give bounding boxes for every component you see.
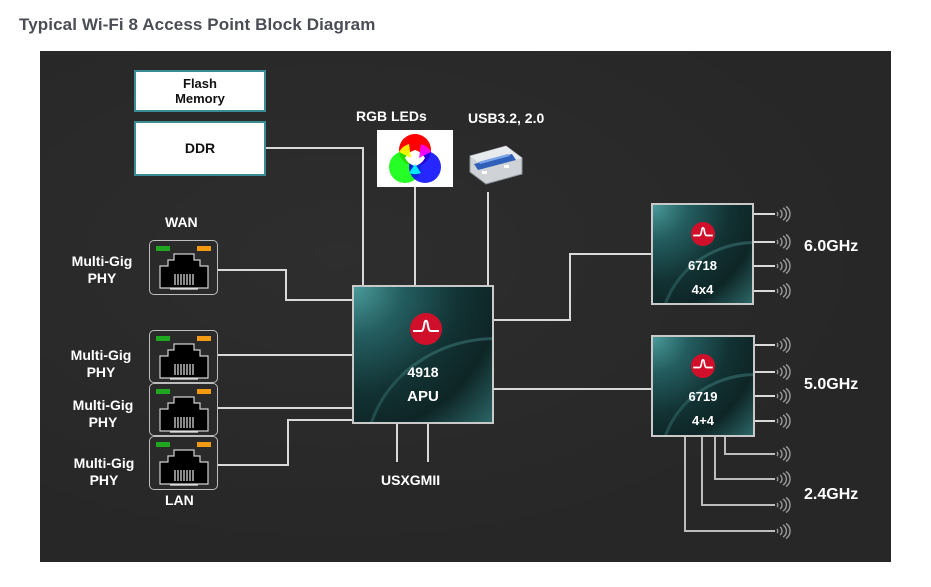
wire-ddr-apu xyxy=(266,147,364,285)
broadcom-logo-icon xyxy=(691,222,715,246)
rj45-icon xyxy=(159,449,209,486)
ddr-block: DDR xyxy=(134,121,266,176)
ddr-label: DDR xyxy=(184,140,216,156)
antenna-icon xyxy=(773,470,791,488)
page-title: Typical Wi-Fi 8 Access Point Block Diagr… xyxy=(19,15,376,34)
phy-label-lan1: Multi-Gig PHY xyxy=(70,347,132,380)
antenna-icon xyxy=(773,445,791,463)
activity-led xyxy=(197,336,211,341)
flash-label-line2: Memory xyxy=(175,91,225,106)
antenna-icon xyxy=(773,496,791,514)
activity-led xyxy=(197,246,211,251)
rj45-icon xyxy=(159,396,209,433)
antenna-icon xyxy=(773,387,791,405)
usxgmii-label: USXGMII xyxy=(381,472,441,488)
antenna-icon xyxy=(773,282,791,300)
band-label-5ghz: 5.0GHz xyxy=(804,376,859,393)
antenna-icon xyxy=(773,257,791,275)
wan-label: WAN xyxy=(165,214,198,230)
antenna-icon xyxy=(773,363,791,381)
phy-label-lan3: Multi-Gig PHY xyxy=(73,455,135,488)
wire-apu-6718 xyxy=(494,253,651,321)
link-led xyxy=(156,389,170,394)
band-label-2-4ghz: 2.4GHz xyxy=(804,486,859,503)
apu-type: APU xyxy=(407,388,439,405)
rj45-icon xyxy=(159,253,209,290)
link-led xyxy=(156,442,170,447)
rj45-port-lan1 xyxy=(149,330,218,383)
activity-led xyxy=(197,442,211,447)
antenna-icon xyxy=(773,412,791,430)
radio-config: 4x4 xyxy=(691,282,714,297)
antenna-icon xyxy=(773,233,791,251)
flash-label-line1: Flash xyxy=(183,76,217,91)
link-led xyxy=(156,246,170,251)
rj45-port-lan2 xyxy=(149,383,218,436)
apu-model: 4918 xyxy=(407,364,439,380)
radio-chip-6719: 6719 4+4 xyxy=(651,335,755,437)
broadcom-logo-icon xyxy=(410,313,442,345)
lan-label: LAN xyxy=(165,492,194,508)
broadcom-logo-icon xyxy=(691,354,715,378)
antenna-icon xyxy=(773,205,791,223)
usb-port-icon xyxy=(460,140,530,188)
antenna-icon xyxy=(773,522,791,540)
radio-chip-6718: 6718 4x4 xyxy=(651,203,754,305)
radio-model: 6718 xyxy=(688,258,717,273)
rgb-leds-label: RGB LEDs xyxy=(356,108,427,124)
antenna-icon xyxy=(773,336,791,354)
rj45-port-lan3 xyxy=(149,436,218,490)
wire-lan3-apu xyxy=(218,419,352,466)
phy-label-wan: Multi-Gig PHY xyxy=(71,253,133,286)
radio-config: 4+4 xyxy=(691,413,715,428)
link-led xyxy=(156,336,170,341)
apu-chip: 4918 APU xyxy=(352,285,494,424)
usb-label: USB3.2, 2.0 xyxy=(468,110,545,126)
rgb-led-icon xyxy=(377,130,453,187)
rj45-port-wan xyxy=(149,240,218,295)
wire-wan-apu xyxy=(218,269,352,301)
radio-model: 6719 xyxy=(688,389,718,404)
phy-label-lan2: Multi-Gig PHY xyxy=(72,397,134,430)
rj45-icon xyxy=(159,343,209,380)
activity-led xyxy=(197,389,211,394)
flash-memory-block: Flash Memory xyxy=(134,70,266,112)
band-label-6ghz: 6.0GHz xyxy=(804,238,859,255)
